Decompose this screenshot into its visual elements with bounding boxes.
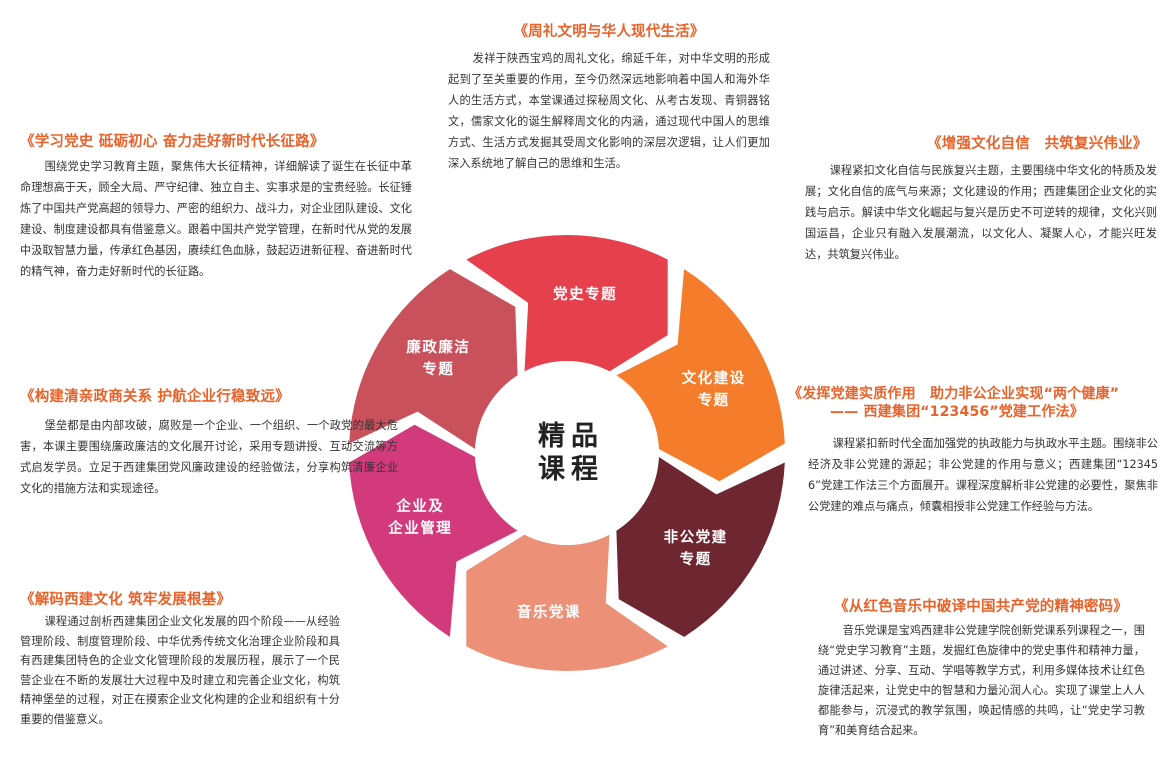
wheel-segment-label: 文化建设 [682,369,746,387]
center-label-line2: 课程 [538,454,604,485]
wheel-segment [466,234,668,372]
course-title-line2: —— 西建集团“123456”党建工作法》 [830,404,1084,420]
wheel-center-disc [475,361,659,545]
wheel-segment [466,534,668,672]
course-block-feigong: 《发挥党建实质作用 助力非公企业实现“两个健康” —— 西建集团“123456”… [788,385,1158,517]
wheel-segment [616,269,785,482]
course-title: 《周礼文明与华人现代生活》 [513,24,705,40]
course-description: 发祥于陕西宝鸡的周礼文化，绵延千年，对中华文明的形成起到了至关重要的作用，至今仍… [448,52,770,170]
wheel-segment-label: 党史专题 [553,285,617,303]
wheel-segment-label: 专题 [422,360,454,378]
wheel-segment [349,269,518,449]
course-block-wenhua: 《增强文化自信 共筑复兴伟业》 课程紧扣文化自信与民族复兴主题，主要围绕中华文化… [805,134,1157,265]
course-block-qiye: 《解码西建文化 筑牢发展根基》 课程通过剖析西建集团企业文化发展的四个阶段——从… [20,590,340,729]
wheel-segment-label: 企业管理 [387,519,452,537]
wheel-segment-label: 非公党建 [664,528,728,546]
course-description: 音乐党课是宝鸡西建非公党建学院创新党课系列课程之一，围绕“党史学习教育”主题，发… [818,624,1145,737]
course-title: 《解码西建文化 筑牢发展根基》 [20,592,232,608]
course-description: 课程紧扣新时代全面加强党的执政能力与执政水平主题。围绕非公经济及非公党建的源起；… [808,437,1158,513]
course-title: 《增强文化自信 共筑复兴伟业》 [927,136,1148,152]
wheel-segment-label: 企业及 [395,497,444,515]
course-block-dangshi: 《学习党史 砥砺初心 奋力走好新时代长征路》 围绕党史学习教育主题，聚焦伟大长征… [20,132,412,282]
course-block-yinyue: 《从红色音乐中破译中国共产党的精神密码》 音乐党课是宝鸡西建非公党建学院创新党课… [818,597,1145,741]
course-block-lianzheng: 《构建清亲政商关系 护航企业行稳致远》 堡垒都是由内部攻破，腐败是一个企业、一个… [20,387,398,499]
wheel-segment [349,424,518,637]
course-title: 《发挥党建实质作用 助力非公企业实现“两个健康” —— 西建集团“123456”… [788,385,1158,421]
wheel-segment-label: 专题 [680,550,712,568]
wheel-segment-label: 音乐党课 [517,603,581,621]
wheel-segment [616,457,785,637]
course-description: 围绕党史学习教育主题，聚焦伟大长征精神，详细解读了诞生在长征中革命理想高于天，顾… [20,160,412,278]
wheel-segment-label: 廉政廉洁 [406,338,470,356]
course-title: 《学习党史 砥砺初心 奋力走好新时代长征路》 [20,134,325,150]
center-label-line1: 精品 [538,421,604,452]
course-title: 《从红色音乐中破译中国共产党的精神密码》 [834,599,1128,615]
course-description: 课程紧扣文化自信与民族复兴主题，主要围绕中华文化的特质及发展；文化自信的底气与来… [805,164,1157,261]
course-block-zhouli: 《周礼文明与华人现代生活》 发祥于陕西宝鸡的周礼文化，绵延千年，对中华文明的形成… [448,22,770,174]
wheel-segment-label: 专题 [698,391,730,409]
course-description: 课程通过剖析西建集团企业文化发展的四个阶段——从经验管理阶段、制度管理阶段、中华… [20,615,340,726]
course-title-line1: 《发挥党建实质作用 助力非公企业实现“两个健康” [788,386,1120,402]
course-title: 《构建清亲政商关系 护航企业行稳致远》 [20,389,290,405]
course-description: 堡垒都是由内部攻破，腐败是一个企业、一个组织、一个政党的最大危害，本课主要围绕廉… [20,419,398,495]
